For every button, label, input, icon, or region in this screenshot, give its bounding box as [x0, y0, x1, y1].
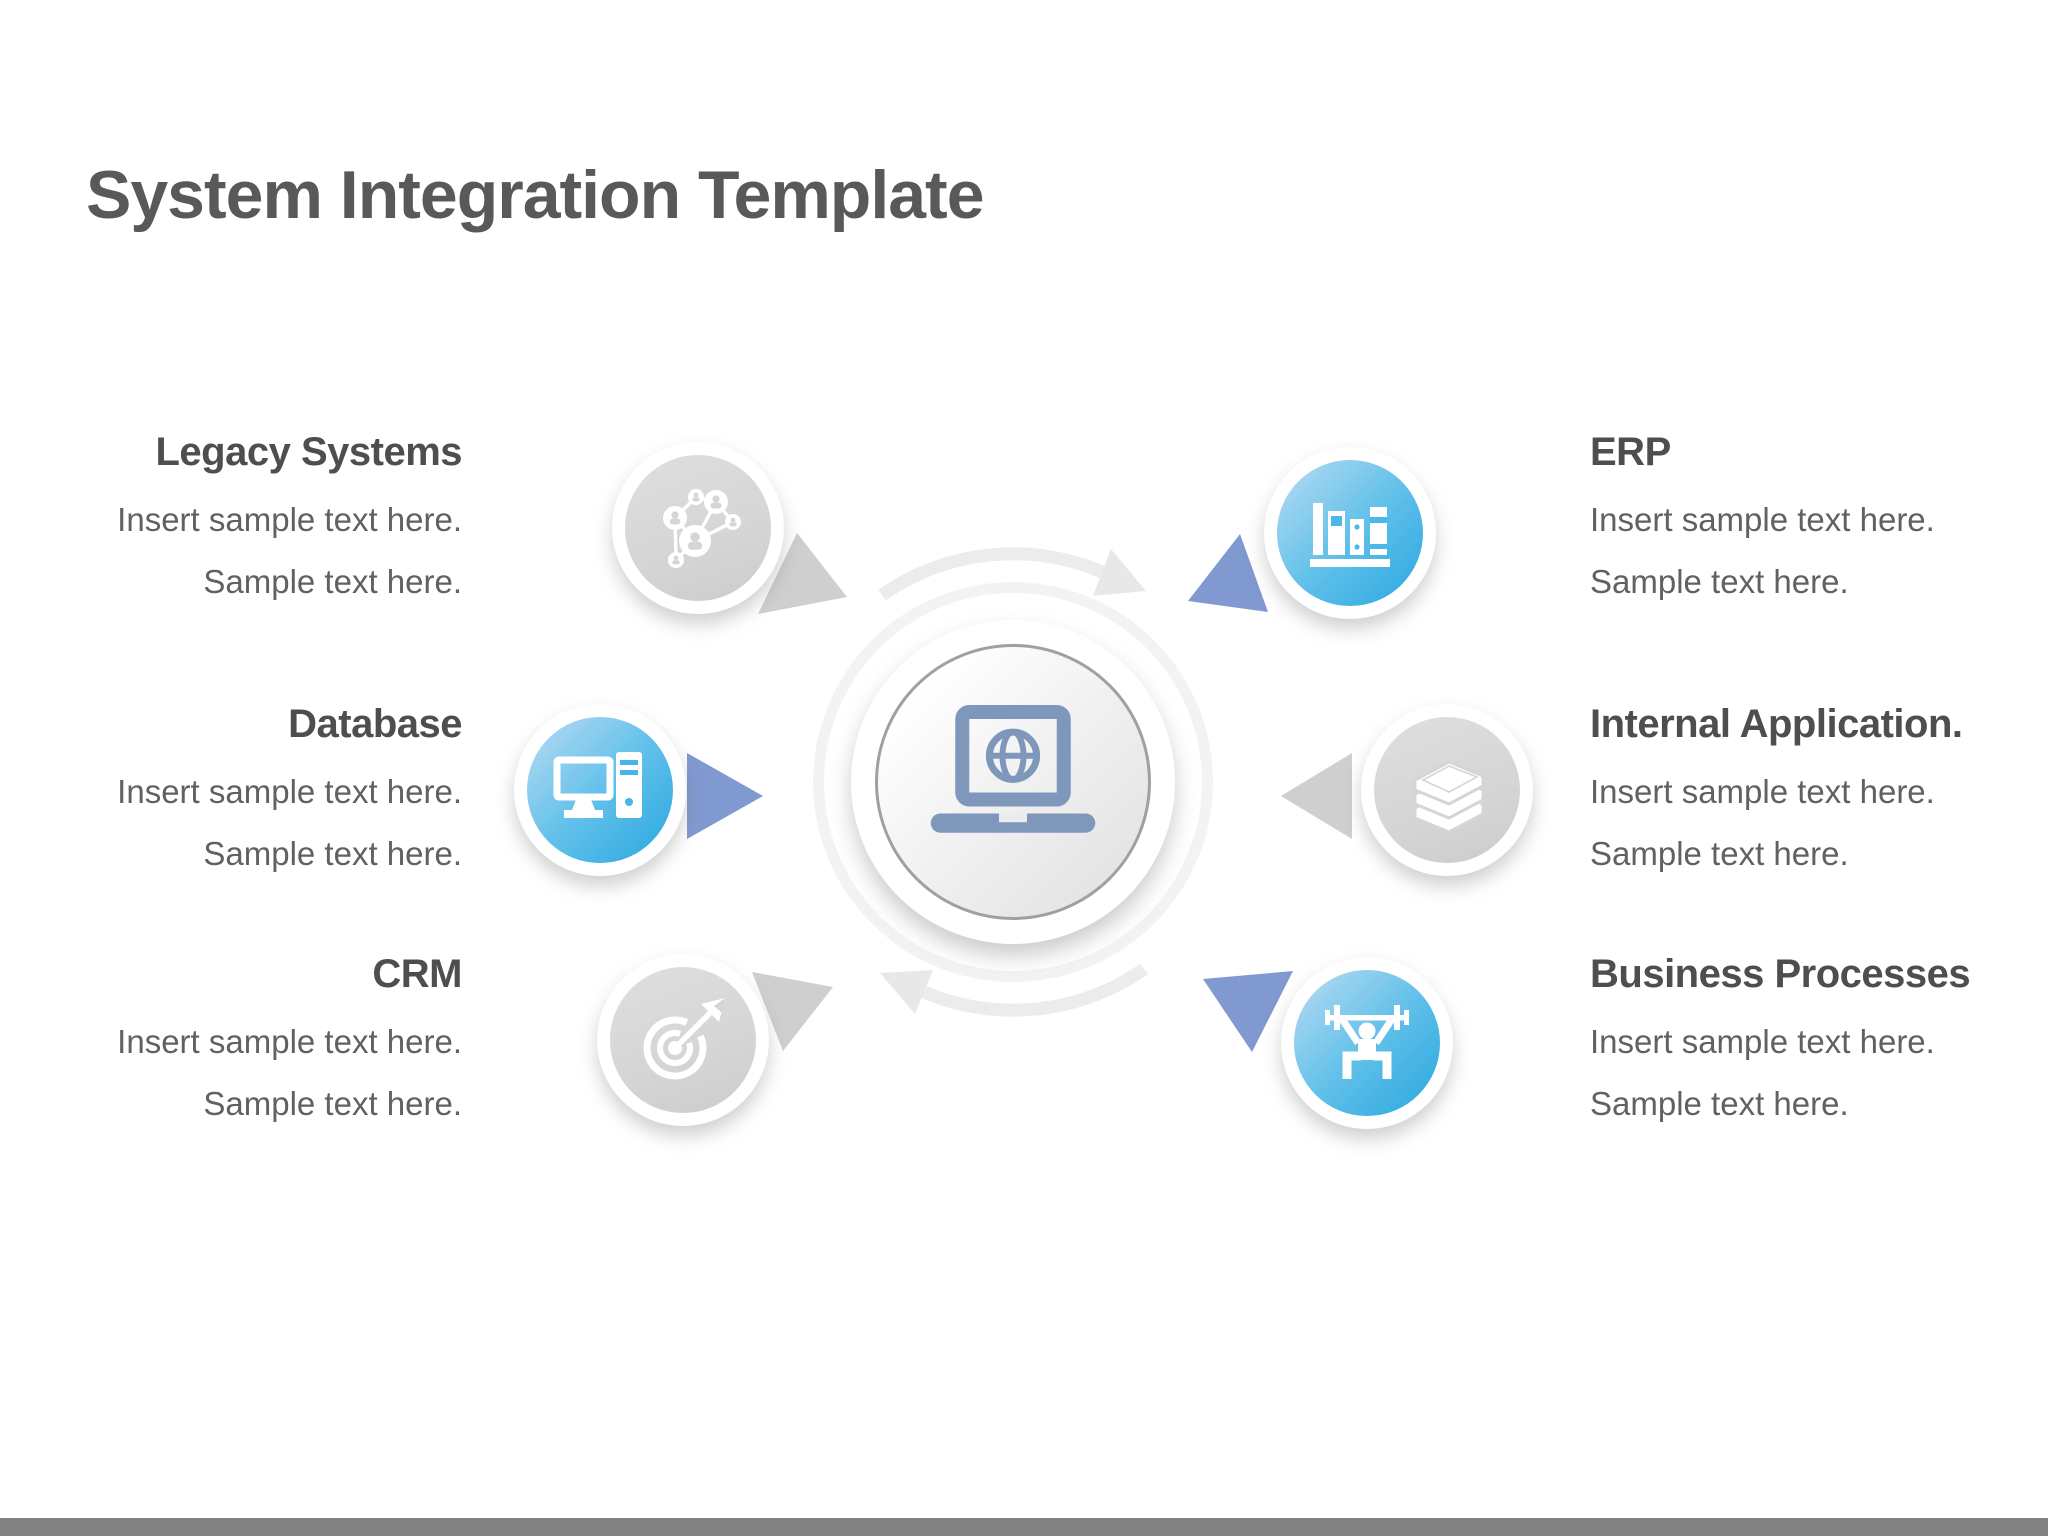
- item-title: Internal Application.: [1590, 702, 1963, 746]
- node-internal-application: [1361, 704, 1533, 876]
- page-title: System Integration Template: [86, 157, 985, 233]
- item-text-database: Database Insert sample text here. Sample…: [58, 699, 462, 885]
- node-crm-fill: [610, 967, 756, 1113]
- footer-bar: [0, 1518, 2048, 1536]
- node-legacy-systems: [612, 442, 784, 614]
- arrow-legacy-systems: [758, 533, 847, 614]
- item-line1: Insert sample text here.: [1590, 501, 1935, 538]
- arrow-business-processes: [1203, 971, 1293, 1052]
- desktop-computer-icon: [553, 752, 642, 818]
- item-line2: Sample text here.: [1590, 835, 1849, 872]
- node-internal-application-fill: [1374, 717, 1520, 863]
- node-erp: [1264, 447, 1436, 619]
- item-line1: Insert sample text here.: [1590, 1023, 1935, 1060]
- item-title: ERP: [1590, 430, 1671, 474]
- rotation-arrowhead-bottom: [880, 970, 933, 1014]
- arrow-crm: [752, 972, 833, 1051]
- weightlifter-icon: [1325, 1005, 1409, 1079]
- item-line2: Sample text here.: [1590, 1085, 1849, 1122]
- node-database: [514, 704, 686, 876]
- node-business-processes: [1281, 957, 1453, 1129]
- node-database-fill: [527, 717, 673, 863]
- node-legacy-systems-fill: [625, 455, 771, 601]
- arrow-database: [687, 753, 763, 839]
- book-stack-icon: [1413, 760, 1485, 834]
- item-line1: Insert sample text here.: [117, 773, 462, 810]
- rotation-arrows: [878, 547, 1148, 1017]
- item-line2: Sample text here.: [203, 563, 462, 600]
- item-line2: Sample text here.: [1590, 563, 1849, 600]
- item-text-business-processes: Business Processes Insert sample text he…: [1590, 949, 2030, 1135]
- bookshelf-icon: [1310, 503, 1390, 567]
- node-crm: [597, 954, 769, 1126]
- laptop-globe-icon: [930, 705, 1096, 833]
- item-line2: Sample text here.: [203, 835, 462, 872]
- network-icon: [663, 489, 741, 568]
- node-business-processes-fill: [1294, 970, 1440, 1116]
- arrow-internal-application: [1281, 753, 1352, 839]
- item-title: CRM: [372, 952, 462, 996]
- central-hub: [875, 644, 1151, 920]
- item-line1: Insert sample text here.: [117, 501, 462, 538]
- item-title: Database: [288, 702, 462, 746]
- item-text-internal-application: Internal Application. Insert sample text…: [1590, 699, 2030, 885]
- item-title: Legacy Systems: [155, 430, 462, 474]
- item-text-legacy-systems: Legacy Systems Insert sample text here. …: [58, 427, 462, 613]
- item-line1: Insert sample text here.: [117, 1023, 462, 1060]
- node-erp-fill: [1277, 460, 1423, 606]
- item-title: Business Processes: [1590, 952, 1971, 996]
- item-text-erp: ERP Insert sample text here. Sample text…: [1590, 427, 2030, 613]
- item-line1: Insert sample text here.: [1590, 773, 1935, 810]
- rotation-arrowhead-top: [1093, 549, 1146, 596]
- item-line2: Sample text here.: [203, 1085, 462, 1122]
- arrow-erp: [1188, 534, 1268, 612]
- target-dart-icon: [643, 998, 725, 1080]
- item-text-crm: CRM Insert sample text here. Sample text…: [58, 949, 462, 1135]
- hub-halo-ring: [813, 582, 1213, 982]
